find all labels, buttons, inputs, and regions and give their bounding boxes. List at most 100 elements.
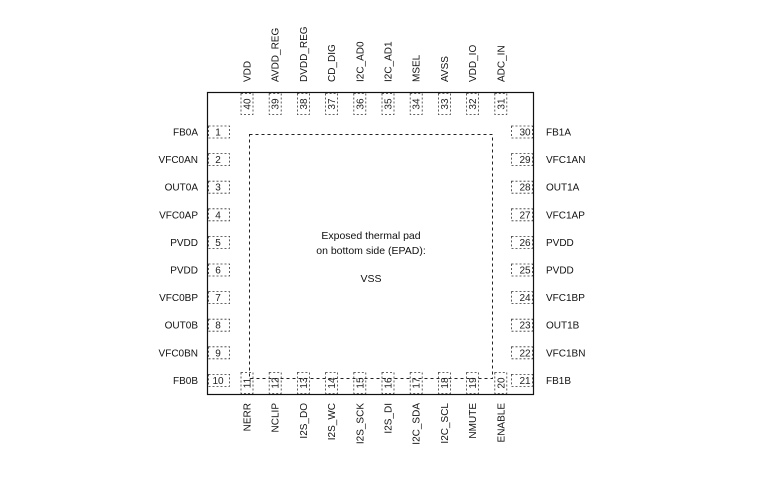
pin-number-40: 40	[243, 98, 254, 110]
pin-label-27: VFC1AP	[546, 210, 585, 221]
pin-pad-32	[466, 93, 480, 115]
pin-number-20: 20	[496, 377, 507, 389]
pin-pad-21	[511, 373, 533, 387]
pin-number-12: 12	[271, 377, 282, 389]
pin-pad-9	[208, 346, 230, 360]
pin-number-33: 33	[440, 98, 451, 110]
pin-label-30: FB1A	[546, 128, 571, 139]
pin-number-8: 8	[215, 321, 221, 332]
exposed-pad-outline	[249, 134, 493, 379]
pin-number-24: 24	[519, 293, 531, 304]
pin-number-15: 15	[355, 377, 366, 389]
pin-pad-29	[511, 153, 533, 167]
pin-label-1: FB0A	[173, 128, 198, 139]
pin-label-13: I2S_DO	[299, 403, 310, 439]
pin-label-3: OUT0A	[165, 183, 199, 194]
pin-label-11: NERR	[243, 403, 254, 431]
pin-pad-10	[208, 373, 230, 387]
pin-number-23: 23	[519, 321, 531, 332]
pin-label-35: I2C_AD1	[384, 41, 395, 82]
pin-number-34: 34	[412, 98, 423, 110]
pin-pad-8	[208, 318, 230, 332]
pin-number-14: 14	[327, 377, 338, 389]
pin-number-26: 26	[519, 238, 531, 249]
pin-number-7: 7	[215, 293, 221, 304]
pin-label-14: I2S_WC	[327, 403, 338, 440]
pin-pad-1	[208, 125, 230, 139]
epad-title-line1: Exposed thermal pad	[321, 230, 420, 242]
pin-pad-6	[208, 263, 230, 277]
pin-number-25: 25	[519, 266, 531, 277]
pin-label-19: NMUTE	[468, 403, 479, 439]
pin-pad-39	[268, 93, 282, 115]
pin-pad-30	[511, 125, 533, 139]
pin-pad-22	[511, 346, 533, 360]
pin-pad-31	[494, 93, 508, 115]
pin-pad-34	[409, 93, 423, 115]
pin-label-40: VDD	[243, 61, 254, 82]
pin-number-31: 31	[496, 98, 507, 110]
pin-label-2: VFC0AN	[159, 155, 198, 166]
pin-number-16: 16	[384, 377, 395, 389]
pin-label-33: AVSS	[440, 56, 451, 82]
pin-label-22: VFC1BN	[546, 348, 585, 359]
pin-pad-26	[511, 235, 533, 249]
pin-label-20: ENABLE	[496, 403, 507, 443]
pin-number-6: 6	[215, 266, 221, 277]
pin-label-5: PVDD	[170, 238, 198, 249]
pin-pad-33	[437, 93, 451, 115]
pin-label-28: OUT1A	[546, 183, 580, 194]
pin-pad-36	[353, 93, 367, 115]
pin-label-4: VFC0AP	[159, 210, 198, 221]
pin-pad-3	[208, 180, 230, 194]
pin-label-18: I2C_SCL	[440, 403, 451, 444]
pin-number-39: 39	[271, 98, 282, 110]
pin-number-18: 18	[440, 377, 451, 389]
pin-label-37: CD_DIG	[327, 44, 338, 82]
pin-pad-5	[208, 235, 230, 249]
pin-label-29: VFC1AN	[546, 155, 585, 166]
pin-pad-12	[268, 372, 282, 394]
package-body	[206, 91, 535, 396]
pin-pad-23	[511, 318, 533, 332]
pin-pad-17	[409, 372, 423, 394]
pin-pad-37	[325, 93, 339, 115]
pin-label-36: I2C_AD0	[355, 41, 366, 82]
pin-label-39: AVDD_REG	[271, 28, 282, 82]
pin-label-23: OUT1B	[546, 321, 580, 332]
pin-label-24: VFC1BP	[546, 293, 585, 304]
pin-label-10: FB0B	[173, 376, 198, 387]
pin-label-7: VFC0BP	[159, 293, 198, 304]
pin-label-25: PVDD	[546, 266, 574, 277]
pin-number-9: 9	[215, 348, 221, 359]
pin-number-13: 13	[299, 377, 310, 389]
pin-pad-15	[353, 372, 367, 394]
pin-pad-20	[494, 372, 508, 394]
pin-number-32: 32	[468, 98, 479, 110]
pin-number-10: 10	[212, 376, 224, 387]
pin-label-31: ADC_IN	[496, 45, 507, 82]
pin-label-17: I2C_SDA	[412, 403, 423, 445]
pin-pad-24	[511, 291, 533, 305]
pin-number-35: 35	[384, 98, 395, 110]
pin-label-8: OUT0B	[165, 321, 199, 332]
pin-pad-4	[208, 208, 230, 222]
pin-number-27: 27	[519, 210, 531, 221]
pin-pad-19	[466, 372, 480, 394]
pin-number-3: 3	[215, 183, 221, 194]
pin-number-37: 37	[327, 98, 338, 110]
pin-pad-40	[240, 93, 254, 115]
pin-number-5: 5	[215, 238, 221, 249]
pin-label-34: MSEL	[412, 54, 423, 82]
epad-net-label: VSS	[360, 273, 381, 285]
pin-number-21: 21	[519, 376, 531, 387]
pin-number-2: 2	[215, 155, 221, 166]
epad-title-line2: on bottom side (EPAD):	[316, 245, 426, 257]
pin-number-28: 28	[519, 183, 531, 194]
pin-pad-7	[208, 291, 230, 305]
pin-label-9: VFC0BN	[159, 348, 198, 359]
pin-number-30: 30	[519, 128, 531, 139]
pin-number-38: 38	[299, 98, 310, 110]
pin-pad-18	[437, 372, 451, 394]
